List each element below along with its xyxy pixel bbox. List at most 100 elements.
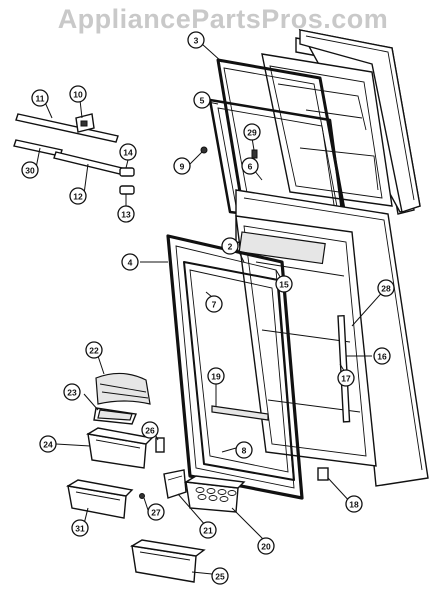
callout-circle	[241, 157, 259, 175]
callout-label: 21	[203, 526, 213, 536]
callout-label: 30	[25, 166, 35, 176]
callout-circle	[71, 519, 89, 537]
callout-5: 5	[193, 91, 211, 109]
dairy-bin	[93, 407, 137, 425]
callout-circle	[31, 89, 49, 107]
callout-circle	[345, 495, 363, 513]
callout-label: 9	[180, 162, 185, 172]
callout-label: 19	[211, 372, 221, 382]
callout-label: 14	[123, 148, 133, 158]
callout-label: 26	[145, 426, 155, 436]
callout-circle	[211, 567, 229, 585]
door-bin-31	[66, 479, 134, 519]
door-bin-24	[86, 427, 154, 469]
callout-circle	[243, 123, 261, 141]
callout-31: 31	[71, 519, 89, 537]
callout-label: 15	[279, 280, 289, 290]
callout-circle	[337, 369, 355, 387]
callout-label: 5	[200, 96, 205, 106]
callout-label: 11	[36, 94, 45, 104]
latch-26	[155, 437, 165, 453]
callout-label: 8	[242, 446, 247, 456]
callout-circle	[193, 91, 211, 109]
callout-circle	[21, 161, 39, 179]
egg-tray	[183, 475, 246, 513]
callout-label: 4	[128, 258, 133, 268]
callout-label: 17	[341, 374, 351, 384]
callout-27: 27	[147, 503, 165, 521]
callout-label: 2	[228, 242, 233, 252]
leader-lines	[35, 43, 387, 575]
callout-circle	[39, 435, 57, 453]
callout-circle	[69, 85, 87, 103]
callout-label: 7	[212, 300, 217, 310]
fresh-food-breaker-frame	[183, 261, 295, 481]
callout-circle	[199, 521, 217, 539]
callout-circle	[377, 279, 395, 297]
bracket-21	[163, 469, 187, 499]
callout-20: 20	[257, 537, 275, 555]
callout-4: 4	[121, 253, 139, 271]
callout-circle	[147, 503, 165, 521]
screw-27	[139, 493, 145, 499]
handle-strip	[337, 314, 351, 423]
callout-label: 10	[73, 90, 83, 100]
callout-24: 24	[39, 435, 57, 453]
freezer-door-liner	[261, 53, 393, 207]
callout-label: 29	[247, 128, 257, 138]
watermark: AppliancePartsPros.com	[57, 4, 389, 34]
callout-label: 13	[121, 210, 131, 220]
shelf-front-19	[211, 405, 269, 421]
callout-9: 9	[173, 157, 191, 175]
callout-label: 25	[215, 572, 225, 582]
callout-circle	[221, 237, 239, 255]
callout-22: 22	[85, 341, 103, 359]
callout-label: 22	[89, 346, 99, 356]
callout-28: 28	[377, 279, 395, 297]
callout-2: 2	[221, 237, 239, 255]
callout-circle	[63, 383, 81, 401]
callout-6: 6	[241, 157, 259, 175]
fresh-food-door-gasket	[166, 234, 304, 500]
callout-label: 23	[67, 388, 77, 398]
callout-13: 13	[117, 205, 135, 223]
callout-15: 15	[275, 275, 293, 293]
hinge-cover	[75, 113, 95, 133]
dairy-door	[95, 372, 151, 405]
callout-label: 6	[248, 162, 253, 172]
callout-29: 29	[243, 123, 261, 141]
callout-label: 12	[73, 192, 83, 202]
callout-circle	[205, 295, 223, 313]
callout-16: 16	[373, 347, 391, 365]
callout-17: 17	[337, 369, 355, 387]
callout-circle	[119, 143, 137, 161]
callout-label: 27	[151, 508, 161, 518]
callout-25: 25	[211, 567, 229, 585]
callout-circle	[207, 367, 225, 385]
screw-and-clip	[200, 146, 258, 159]
door-bin-25	[129, 539, 206, 583]
callout-8: 8	[235, 441, 253, 459]
callout-circle	[373, 347, 391, 365]
callout-label: 31	[75, 524, 85, 534]
callout-7: 7	[205, 295, 223, 313]
callout-circle	[275, 275, 293, 293]
callout-label: 16	[377, 352, 387, 362]
callout-circle	[257, 537, 275, 555]
callout-circle	[173, 157, 191, 175]
callout-12: 12	[69, 187, 87, 205]
callout-30: 30	[21, 161, 39, 179]
callout-18: 18	[345, 495, 363, 513]
callout-10: 10	[69, 85, 87, 103]
handle-caps	[119, 167, 135, 195]
part-18	[317, 467, 329, 481]
callout-label: 24	[43, 440, 53, 450]
callout-23: 23	[63, 383, 81, 401]
callout-11: 11	[31, 89, 49, 107]
callout-circle	[85, 341, 103, 359]
trim-strips	[13, 113, 123, 175]
callout-label: 28	[381, 284, 391, 294]
callout-circle	[117, 205, 135, 223]
